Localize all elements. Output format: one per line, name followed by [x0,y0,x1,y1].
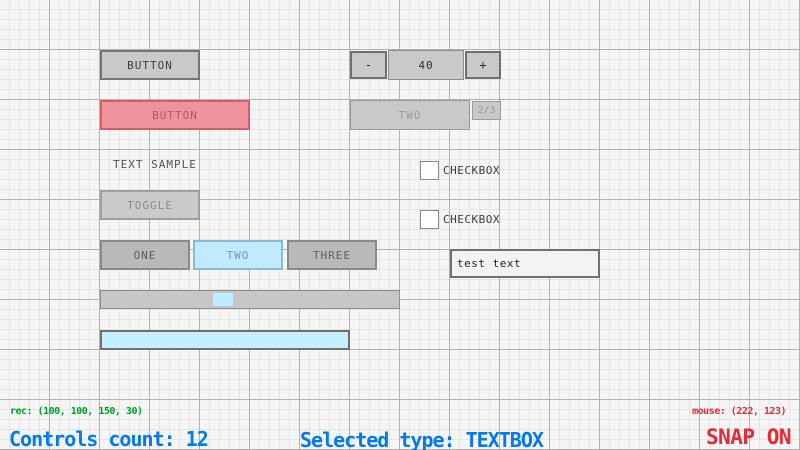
checkbox-control[interactable] [420,210,439,229]
toggle-group-option-two[interactable]: TWO [193,240,283,270]
dropdown-counter: 2/3 [472,101,501,120]
status-controls-count: Controls count: 12 [9,427,209,450]
label-control: TEXT SAMPLE [113,157,197,171]
spinner-plus-button[interactable]: + [465,51,501,79]
slider-control[interactable] [100,290,400,309]
toggle-control[interactable]: TOGGLE [100,190,200,220]
status-snap-mode: SNAP ON [705,425,792,449]
spinner-value[interactable]: 40 [388,50,464,80]
spinner-minus-button[interactable]: - [350,51,387,79]
progress-bar-control[interactable] [100,330,350,350]
slider-handle[interactable] [213,293,233,306]
toggle-group-option-three[interactable]: THREE [287,240,377,270]
textbox-control[interactable] [450,249,600,278]
toggle-group-option-one[interactable]: ONE [100,240,190,270]
status-mouse-position: mouse: (222, 123) [692,406,786,417]
button-control[interactable]: BUTTON [100,50,200,80]
checkbox-label: CHECKBOX [443,163,500,177]
checkbox-control[interactable] [420,161,439,180]
status-rec: rec: (100, 100, 150, 30) [10,406,143,417]
button-control-selected[interactable]: BUTTON [100,100,250,130]
checkbox-label: CHECKBOX [443,212,500,226]
dropdown-control[interactable]: TWO [350,100,470,130]
status-selected-type: Selected type: TEXTBOX [300,428,544,450]
